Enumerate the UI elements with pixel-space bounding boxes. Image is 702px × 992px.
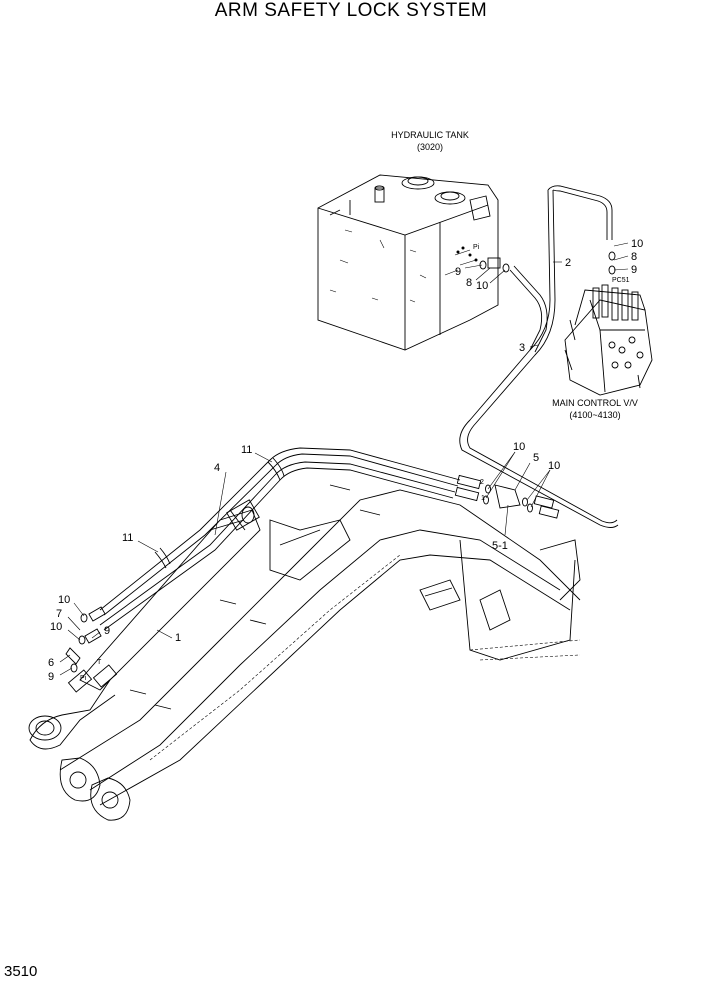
callout-10: 10 (548, 460, 560, 472)
hose-4 (99, 447, 461, 631)
hose-2 (459, 185, 619, 528)
leader-lines (59, 242, 629, 676)
callout-9: 9 (104, 625, 110, 637)
callout-10: 10 (631, 238, 643, 250)
callout-5-1: 5-1 (492, 540, 508, 552)
port-1-label: 1 (481, 495, 485, 502)
tank-fittings (479, 257, 510, 273)
callout-4: 4 (214, 462, 220, 474)
callout-9: 9 (48, 671, 54, 683)
tank-ref: (3020) (417, 142, 443, 152)
callout-9: 9 (455, 266, 461, 278)
mcv-port-label: PC51 (612, 277, 630, 284)
callout-8: 8 (631, 251, 637, 263)
callout-10: 10 (513, 441, 525, 453)
callout-10: 10 (58, 594, 70, 606)
callout-7: 7 (56, 608, 62, 620)
cylinder-fittings (65, 606, 106, 673)
callout-9: 9 (631, 264, 637, 276)
callout-8: 8 (466, 277, 472, 289)
boom-structure (59, 484, 581, 821)
cyl-t-label: T (97, 659, 102, 666)
callout-1: 1 (175, 632, 181, 644)
callout-3: 3 (519, 342, 525, 354)
port-2-label: 2 (480, 479, 484, 486)
callout-10: 10 (476, 280, 488, 292)
callout-11: 11 (241, 444, 252, 456)
cyl-pi-label: Pi (80, 675, 87, 682)
mcv-ref: (4100~4130) (569, 410, 620, 420)
callout-6: 6 (48, 657, 54, 669)
main-control-valve: PC51 (564, 251, 653, 396)
tank-pi-port-label: Pi (473, 244, 480, 251)
fitting-cluster: 2 1 (454, 474, 560, 519)
hydraulic-tank: Pi (317, 174, 499, 351)
hose-3 (509, 265, 548, 353)
mcv-label: MAIN CONTROL V/V (552, 398, 638, 408)
page-title: ARM SAFETY LOCK SYSTEM (214, 0, 488, 21)
callout-5: 5 (533, 452, 539, 464)
callout-2: 2 (565, 257, 571, 269)
tank-label: HYDRAULIC TANK (391, 130, 469, 140)
callout-11: 11 (122, 532, 133, 544)
page-number: 3510 (4, 963, 38, 980)
arm-cylinder: Pi T (28, 499, 261, 750)
callout-10: 10 (50, 621, 62, 633)
